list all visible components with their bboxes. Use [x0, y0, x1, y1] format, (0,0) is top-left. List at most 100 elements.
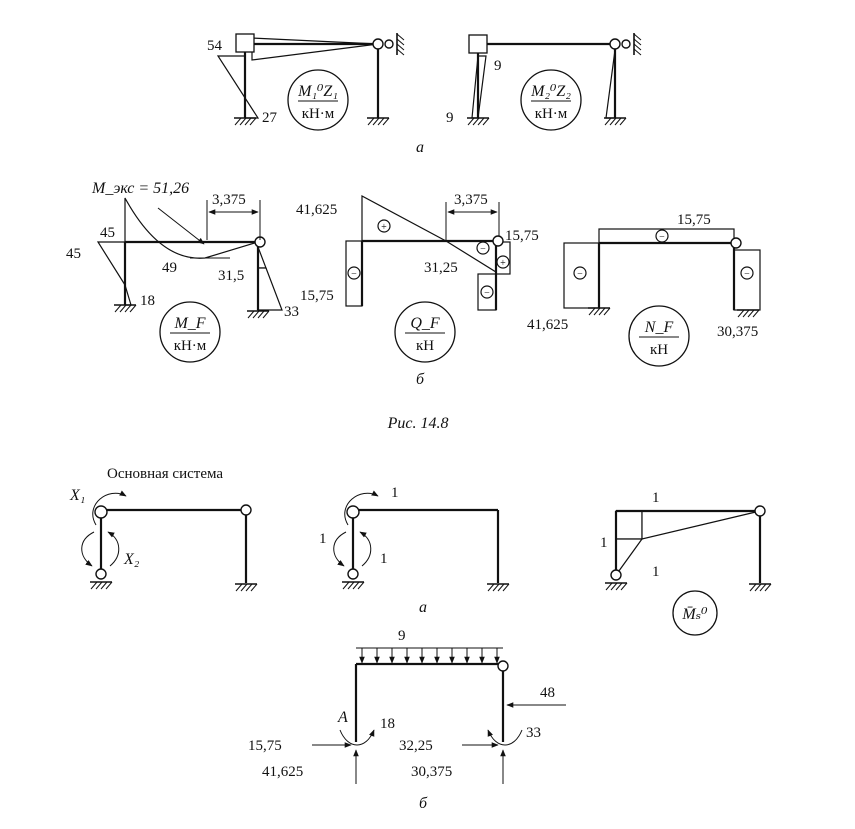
minus-sign-glyph: −	[480, 244, 486, 255]
unit-label: 1	[600, 535, 608, 551]
hinge-icon	[497, 660, 509, 672]
moment-arrow-icon	[359, 531, 372, 567]
dimension-label: 3,375	[454, 192, 488, 208]
badge-title: N_F	[644, 319, 674, 336]
beam-moment-fill	[124, 197, 259, 259]
badge-unit: кН	[416, 338, 434, 354]
unit-load-system: 1 1 1	[319, 485, 510, 592]
right-column-moment-fill	[605, 49, 616, 119]
unit-label: 1	[380, 551, 388, 567]
hinge-icon	[347, 568, 359, 580]
hinge-icon	[609, 38, 621, 50]
value-label: 45	[66, 246, 81, 262]
reaction-label: 32,25	[399, 738, 433, 754]
right-column-normal-fill	[733, 249, 761, 311]
hinge-icon	[95, 568, 107, 580]
plus-sign-glyph: +	[381, 222, 387, 233]
unit-moment-diagram-1: 54 27 M₁⁰Z₁ кН·м	[207, 32, 405, 131]
hinge-icon	[754, 505, 766, 517]
minus-sign-icon	[573, 266, 587, 280]
unit-label: 1	[652, 490, 660, 506]
unit-label: 1	[391, 485, 399, 501]
diagram-badge	[394, 301, 456, 363]
unknown-label: X₁	[69, 487, 85, 504]
badge-title: M₁⁰Z₁	[297, 83, 338, 100]
value-label: 9	[494, 58, 502, 74]
moment-label: 33	[526, 725, 541, 741]
badge-unit: кН·м	[174, 338, 207, 354]
roller-icon	[621, 39, 631, 49]
sublabel: а	[416, 139, 424, 156]
plus-sign-icon	[496, 255, 510, 269]
sublabel: б	[419, 795, 428, 812]
value-label: 49	[162, 260, 177, 276]
unknown-label: X₂	[123, 551, 140, 568]
right-column-moment-fill-2	[257, 267, 283, 311]
load-label: 48	[540, 685, 555, 701]
hinge-icon	[492, 235, 504, 247]
rigid-node-box	[235, 33, 255, 53]
value-label: 41,625	[527, 317, 568, 333]
minus-sign-glyph: −	[484, 288, 490, 299]
hinge-icon	[346, 505, 360, 519]
shear-diagram: + − − + − 41,625 3,375 15,75 31,25 15,75…	[296, 192, 539, 363]
moment-arrow-icon	[333, 531, 347, 567]
badge-title: M₂⁰Z₂	[530, 83, 571, 100]
value-label: 54	[207, 38, 223, 54]
moment-arrow-icon	[107, 531, 120, 567]
basic-system-title: Основная система	[107, 466, 223, 482]
load-label: 9	[398, 628, 406, 644]
diagram-badge	[520, 69, 582, 131]
unit-label: 1	[319, 531, 327, 547]
unit-moment-diagram-2: 9 9 M₂⁰Z₂ кН·м	[446, 32, 642, 131]
plus-sign-glyph: +	[500, 258, 506, 269]
value-label: 15,75	[677, 212, 711, 228]
badge-unit: кН	[650, 342, 668, 358]
moment-arrow-icon	[92, 490, 127, 526]
unit-moment-diagram: 1 1 1 M̄ₛ⁰	[600, 490, 772, 636]
unit-label: 1	[652, 564, 660, 580]
sublabel: а	[419, 599, 427, 616]
value-label: 31,5	[218, 268, 244, 284]
moment-diagram: M_экс = 51,26 3,375 45 45 49 31,5 18 33 …	[66, 180, 299, 363]
hinge-icon	[372, 38, 384, 50]
column-unit-moment-fill	[615, 538, 644, 577]
value-label: 41,625	[296, 202, 337, 218]
minus-sign-icon	[476, 241, 490, 255]
dimension-label: 3,375	[212, 192, 246, 208]
badge-unit: кН·м	[302, 106, 335, 122]
distributed-load-arrows	[359, 648, 500, 664]
beam-shear-positive-fill	[361, 194, 447, 242]
extreme-moment-label: M_экс = 51,26	[91, 180, 189, 197]
hinge-icon	[94, 505, 108, 519]
rigid-node-box	[468, 34, 488, 54]
right-column-moment-fill	[257, 246, 267, 269]
beam-unit-moment-fill	[641, 510, 761, 540]
value-label: 45	[100, 225, 115, 241]
value-label: 9	[446, 110, 454, 126]
roller-icon	[384, 39, 394, 49]
hinge-icon	[730, 237, 742, 249]
diagram-badge	[159, 301, 221, 363]
badge-title: Q_F	[410, 315, 440, 332]
value-label: 27	[262, 110, 278, 126]
value-label: 15,75	[300, 288, 334, 304]
minus-sign-icon	[655, 229, 669, 243]
moment-label: 18	[380, 716, 395, 732]
value-label: 31,25	[424, 260, 458, 276]
plus-sign-icon	[377, 219, 391, 233]
basic-system: Основная система X₁ X₂	[69, 466, 258, 592]
minus-sign-icon	[740, 266, 754, 280]
sublabel: б	[416, 371, 425, 388]
reaction-label: 41,625	[262, 764, 303, 780]
value-label: 33	[284, 304, 299, 320]
diagram-badge	[672, 590, 718, 636]
moment-arrow-icon	[81, 531, 95, 567]
figure-caption: Рис. 14.8	[387, 415, 449, 432]
moment-arrow-icon	[339, 729, 375, 746]
hinge-icon	[610, 569, 622, 581]
left-column-moment-fill	[96, 241, 126, 288]
badge-title: M_F	[173, 315, 205, 332]
reaction-label: 15,75	[248, 738, 282, 754]
